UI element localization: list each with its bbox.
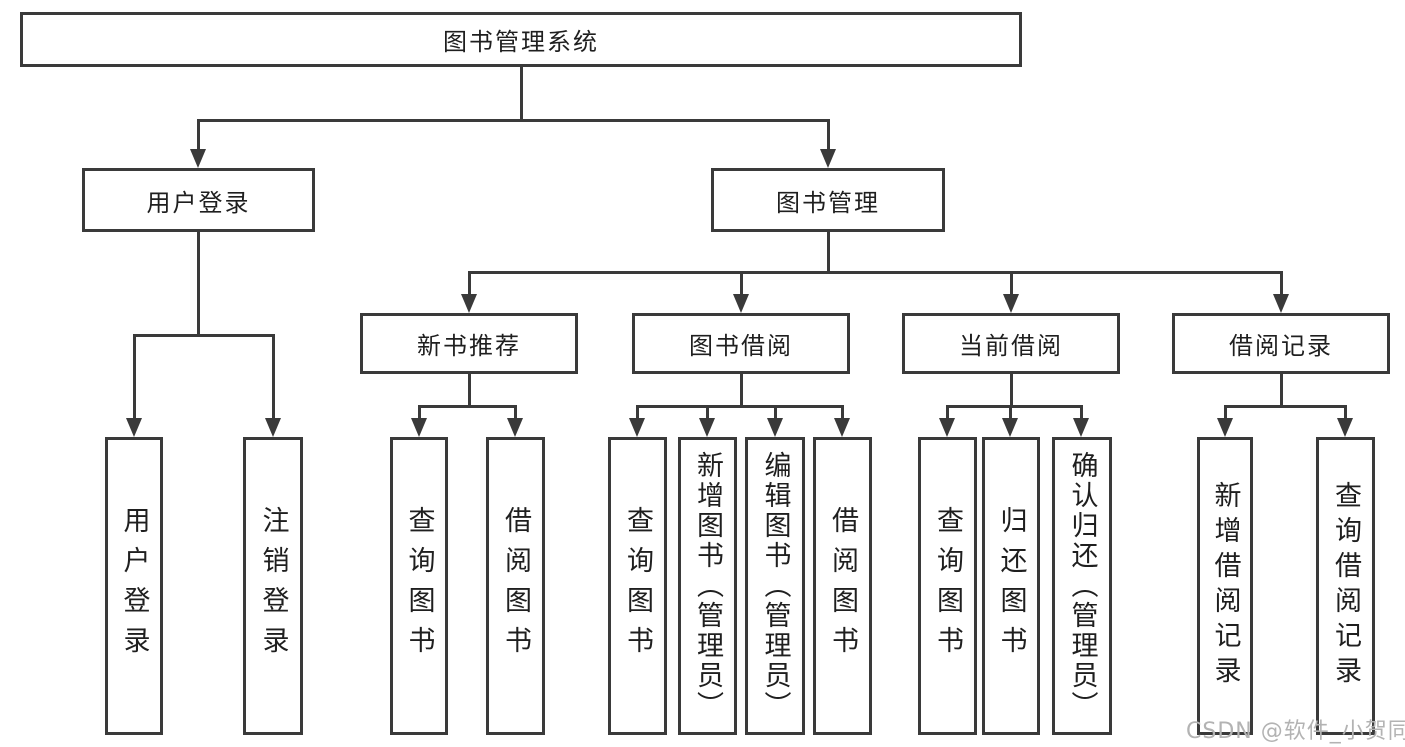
connector-user-login-hbar bbox=[133, 334, 275, 337]
leaf-label: 查询图书 bbox=[622, 506, 653, 666]
connector-level3-drop bbox=[1010, 271, 1013, 297]
node-library-system: 图书管理系统 bbox=[20, 12, 1022, 67]
leaf-return-book: 归还图书 bbox=[982, 437, 1040, 735]
arrow-down-icon bbox=[507, 418, 523, 437]
node-book-borrowing-label: 图书借阅 bbox=[689, 332, 793, 360]
node-borrowing-records-label: 借阅记录 bbox=[1229, 332, 1333, 360]
connector-new-books-hbar bbox=[418, 405, 517, 408]
leaf-label: 查询图书 bbox=[932, 506, 963, 666]
arrow-down-icon bbox=[939, 418, 955, 437]
leaf-label: 注销登录 bbox=[257, 506, 289, 666]
leaf-label: 新增借阅记录 bbox=[1209, 481, 1241, 691]
connector-leaf-drop bbox=[1080, 405, 1083, 421]
arrow-down-icon bbox=[1002, 418, 1018, 437]
arrow-down-icon bbox=[834, 418, 850, 437]
leaf-label: 借阅图书 bbox=[500, 506, 531, 666]
leaf-borrow-query-books: 查询图书 bbox=[608, 437, 667, 735]
connector-book-mgmt-stem bbox=[827, 232, 830, 274]
connector-new-books-stem bbox=[468, 374, 471, 408]
arrow-down-icon bbox=[126, 418, 142, 437]
leaf-new-books-borrow: 借阅图书 bbox=[486, 437, 545, 735]
connector-leaf-drop bbox=[706, 405, 709, 421]
connector-leaf-drop bbox=[133, 334, 136, 420]
connector-borrow-records-hbar bbox=[1224, 405, 1346, 408]
connector-book-borrow-hbar bbox=[636, 405, 843, 408]
connector-root-hbar bbox=[197, 119, 830, 122]
arrow-down-icon bbox=[767, 418, 783, 437]
connector-book-mgmt-hbar bbox=[468, 271, 1283, 274]
leaf-add-book-admin: 新增图书（管理员） bbox=[678, 437, 737, 735]
leaf-label: 借阅图书 bbox=[827, 506, 858, 666]
connector-leaf-drop bbox=[774, 405, 777, 421]
connector-leaf-drop bbox=[1344, 405, 1347, 421]
leaf-label: 用户登录 bbox=[118, 506, 150, 666]
node-user-login-label: 用户登录 bbox=[146, 188, 251, 217]
leaf-add-borrow-record: 新增借阅记录 bbox=[1197, 437, 1253, 735]
leaf-label: 归还图书 bbox=[995, 506, 1027, 666]
connector-book-mgmt-drop bbox=[827, 119, 830, 152]
connector-leaf-drop bbox=[841, 405, 844, 421]
connector-book-borrow-stem bbox=[740, 374, 743, 408]
connector-user-login-stem bbox=[197, 232, 200, 337]
leaf-label: 查询图书 bbox=[403, 506, 435, 666]
connector-level3-drop bbox=[468, 271, 471, 297]
connector-leaf-drop bbox=[272, 334, 275, 420]
leaf-label: 查询借阅记录 bbox=[1330, 481, 1361, 691]
connector-level3-drop bbox=[1280, 271, 1283, 297]
node-book-borrowing: 图书借阅 bbox=[632, 313, 850, 374]
connector-current-borrow-hbar bbox=[946, 405, 1083, 408]
connector-borrow-records-stem bbox=[1280, 374, 1283, 408]
node-user-login: 用户登录 bbox=[82, 168, 315, 232]
node-book-management-label: 图书管理 bbox=[776, 188, 880, 217]
connector-leaf-drop bbox=[1224, 405, 1227, 421]
arrow-down-icon bbox=[629, 418, 645, 437]
connector-current-borrow-stem bbox=[1010, 374, 1013, 408]
node-new-book-recommend-label: 新书推荐 bbox=[417, 332, 521, 360]
arrow-down-icon bbox=[190, 149, 206, 168]
connector-leaf-drop bbox=[636, 405, 639, 421]
csdn-watermark: CSDN @软件_小贺同学 bbox=[1186, 719, 1405, 744]
connector-leaf-drop bbox=[418, 405, 421, 421]
arrow-down-icon bbox=[820, 149, 836, 168]
arrow-down-icon bbox=[1273, 294, 1289, 313]
node-current-borrowing-label: 当前借阅 bbox=[959, 332, 1063, 360]
connector-user-login-drop bbox=[197, 119, 200, 152]
arrow-down-icon bbox=[1337, 418, 1353, 437]
leaf-current-query-books: 查询图书 bbox=[918, 437, 977, 735]
arrow-down-icon bbox=[699, 418, 715, 437]
connector-root-stem bbox=[520, 67, 523, 121]
leaf-label: 确认归还（管理员） bbox=[1066, 451, 1098, 721]
node-current-borrowing: 当前借阅 bbox=[902, 313, 1120, 374]
leaf-edit-book-admin: 编辑图书（管理员） bbox=[745, 437, 805, 735]
arrow-down-icon bbox=[733, 294, 749, 313]
arrow-down-icon bbox=[1073, 418, 1089, 437]
leaf-new-books-query: 查询图书 bbox=[390, 437, 448, 735]
arrow-down-icon bbox=[1003, 294, 1019, 313]
node-book-management: 图书管理 bbox=[711, 168, 945, 232]
leaf-label: 编辑图书（管理员） bbox=[759, 451, 791, 721]
arrow-down-icon bbox=[265, 418, 281, 437]
connector-leaf-drop bbox=[946, 405, 949, 421]
leaf-confirm-return-admin: 确认归还（管理员） bbox=[1052, 437, 1112, 735]
node-borrowing-records: 借阅记录 bbox=[1172, 313, 1390, 374]
leaf-borrow-book: 借阅图书 bbox=[813, 437, 872, 735]
leaf-user-login: 用户登录 bbox=[105, 437, 163, 735]
arrow-down-icon bbox=[411, 418, 427, 437]
connector-leaf-drop bbox=[514, 405, 517, 421]
connector-level3-drop bbox=[740, 271, 743, 297]
leaf-logout: 注销登录 bbox=[243, 437, 303, 735]
leaf-label: 新增图书（管理员） bbox=[692, 451, 723, 721]
node-new-book-recommend: 新书推荐 bbox=[360, 313, 578, 374]
node-library-system-label: 图书管理系统 bbox=[443, 28, 599, 56]
leaf-query-borrow-record: 查询借阅记录 bbox=[1316, 437, 1375, 735]
arrow-down-icon bbox=[1217, 418, 1233, 437]
connector-leaf-drop bbox=[1009, 405, 1012, 421]
arrow-down-icon bbox=[461, 294, 477, 313]
